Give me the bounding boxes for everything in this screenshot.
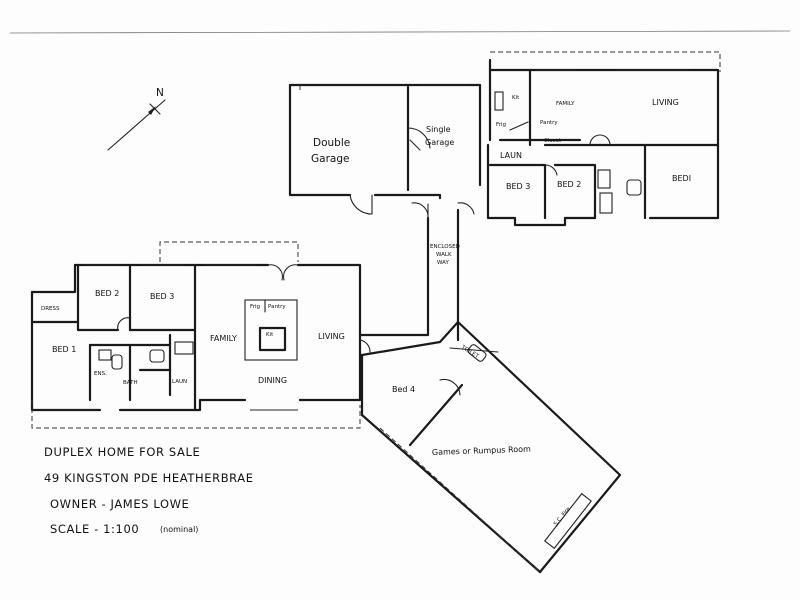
top-pantry-label: Pantry	[540, 120, 558, 126]
top-laun-label: LAUN	[500, 151, 522, 160]
left-bed1-label: BED 1	[52, 345, 76, 354]
double-garage-label-1: Double	[313, 137, 350, 149]
top-living-label: LIVING	[652, 98, 679, 107]
sheet-top-line	[9, 30, 791, 34]
single-garage-label-1: Single	[426, 125, 451, 134]
top-unit-walls	[486, 51, 721, 227]
north-label: N	[156, 87, 164, 99]
caption-line-4: SCALE - 1:100	[50, 522, 139, 536]
walkway-label-2: WALK	[436, 252, 452, 258]
top-bed3-label: BED 3	[506, 182, 530, 191]
left-unit-walls	[30, 241, 371, 429]
double-garage-label-2: Garage	[311, 153, 349, 165]
left-pantry-label: Pantry	[268, 304, 286, 310]
bed4-label: Bed 4	[392, 385, 415, 394]
left-living-label: LIVING	[318, 332, 345, 341]
angled-wing-walls	[360, 320, 622, 574]
single-garage-label-2: Garage	[425, 138, 454, 147]
top-bed1-label: BEDI	[672, 174, 691, 183]
walkway-label-1: ENCLOSED	[430, 244, 460, 250]
left-ens-label: ENS.	[94, 371, 107, 377]
top-bed2-label: BED 2	[557, 180, 581, 189]
left-bed2-label: BED 2	[95, 289, 119, 298]
caption-line-2: 49 KINGSTON PDE HEATHERBRAE	[44, 471, 254, 485]
top-frig-label: Frig	[496, 122, 506, 128]
north-arrow-icon	[107, 99, 166, 151]
caption-line-4-note: (nominal)	[160, 525, 198, 534]
sc-fire-label: S.C. Fire	[553, 506, 572, 527]
walkway-label-3: WAY	[437, 260, 449, 266]
left-dining-label: DINING	[258, 376, 287, 385]
top-family-label: FAMILY	[556, 101, 575, 107]
left-family-label: FAMILY	[210, 334, 237, 343]
left-laun-label: LAUN	[172, 379, 187, 385]
caption-line-3: OWNER - JAMES LOWE	[50, 497, 189, 511]
top-closet-label: Closet	[544, 138, 562, 144]
left-frig-label: Frig	[250, 304, 260, 310]
games-room-label: Games or Rumpus Room	[432, 445, 531, 457]
caption-line-1: DUPLEX HOME FOR SALE	[44, 445, 200, 459]
left-dress-label: DRESS	[41, 306, 60, 312]
top-kit-label: Kit	[512, 95, 520, 101]
left-bath-label: BATH	[123, 380, 138, 386]
left-kit-label: Kit	[266, 332, 274, 338]
left-bed3-label: BED 3	[150, 292, 174, 301]
walkway-walls	[358, 202, 475, 342]
garages-walls	[288, 83, 482, 215]
